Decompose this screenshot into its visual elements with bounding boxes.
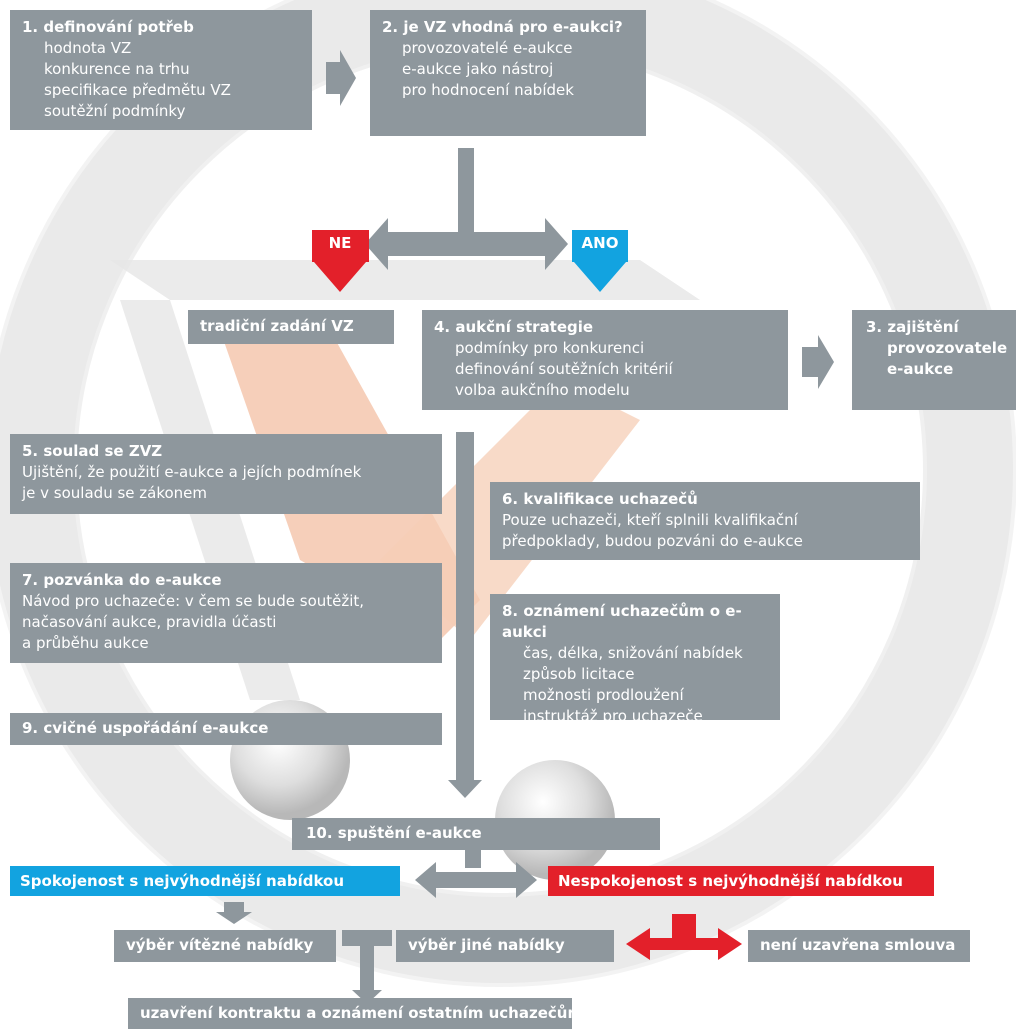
step-4-item: podmínky pro konkurenci — [455, 339, 645, 357]
unsatisfied-box: Nespokojenost s nejvýhodnější nabídkou — [548, 866, 934, 896]
step-4-title: 4. aukční strategie — [434, 318, 594, 336]
select-winner-box: výběr vítězné nabídky — [114, 930, 336, 962]
arrow-main-down — [448, 432, 482, 798]
arrow-to-winner — [216, 902, 252, 924]
select-other-box: výběr jiné nabídky — [396, 930, 614, 962]
step-3-item: e-aukce — [887, 360, 954, 378]
step-3-item: provozovatele — [887, 339, 1008, 357]
step-1-item: soutěžní podmínky — [44, 102, 186, 120]
step-2-item: e-aukce jako nástroj — [402, 60, 554, 78]
ne-label: NE — [314, 232, 366, 254]
satisfied-box: Spokojenost s nejvýhodnější nabídkou — [10, 866, 400, 896]
step-8-title: 8. oznámení uchazečům o e-aukci — [502, 602, 742, 641]
step-10-label: 10. spuštění e-aukce — [306, 824, 482, 842]
step-8-item: instruktáž pro uchazeče — [523, 707, 703, 725]
step-10-box: 10. spuštění e-aukce — [292, 818, 660, 850]
arrow-right-4-3 — [802, 335, 834, 389]
step-5-title: 5. soulad se ZVZ — [22, 442, 163, 460]
step-4-item: definování soutěžních kritérií — [455, 360, 673, 378]
step-4-box: 4. aukční strategie podmínky pro konkure… — [422, 310, 788, 410]
step-5-box: 5. soulad se ZVZ Ujištění, že použití e-… — [10, 434, 442, 514]
step-3-box: 3. zajištění provozovatele e-aukce — [852, 310, 1016, 410]
step-8-box: 8. oznámení uchazečům o e-aukci čas, dél… — [490, 594, 780, 725]
logo-z-frame — [110, 260, 700, 300]
arrow-right-1-2 — [326, 50, 356, 106]
step-6-box: 6. kvalifikace uchazečů Pouze uchazeči, … — [490, 482, 920, 560]
step-7-item: a průběhu aukce — [22, 634, 149, 652]
traditional-box: tradiční zadání VZ — [188, 310, 394, 344]
step-2-item: provozovatelé e-aukce — [402, 39, 573, 57]
step-7-title: 7. pozvánka do e-aukce — [22, 571, 222, 589]
step-3-title: 3. zajištění — [866, 318, 959, 336]
no-contract-box: není uzavřena smlouva — [748, 930, 970, 962]
arrow-split-ne-ano — [365, 218, 568, 270]
step-1-item: konkurence na trhu — [44, 60, 190, 78]
step-7-item: Návod pro uchazeče: v čem se bude soutěž… — [22, 592, 365, 610]
step-2-box: 2. je VZ vhodná pro e-aukci? provozovate… — [370, 10, 646, 136]
step-9-box: 9. cvičné uspořádání e-aukce — [10, 713, 442, 745]
step-7-box: 7. pozvánka do e-aukce Návod pro uchazeč… — [10, 563, 442, 663]
step-8-item: možnosti prodloužení — [523, 686, 684, 704]
step-2-title: 2. je VZ vhodná pro e-aukci? — [382, 18, 623, 36]
step-9-label: 9. cvičné uspořádání e-aukce — [22, 719, 269, 737]
no-contract-label: není uzavřena smlouva — [760, 936, 956, 954]
step-8-item: způsob licitace — [523, 665, 635, 683]
step-6-item: Pouze uchazeči, kteří splnili kvalifikač… — [502, 511, 798, 529]
arrow-red-double — [626, 928, 742, 960]
arrow-stem-2 — [458, 148, 474, 232]
step-1-box: 1. definování potřeb hodnota VZ konkuren… — [10, 10, 312, 130]
step-8-item: čas, délka, snižování nabídek — [523, 644, 743, 662]
ano-label: ANO — [574, 232, 626, 254]
select-other-label: výběr jiné nabídky — [408, 936, 565, 954]
step-5-item: je v souladu se zákonem — [22, 484, 208, 502]
step-1-item: hodnota VZ — [44, 39, 132, 57]
contract-label: uzavření kontraktu a oznámení ostatním u… — [140, 1004, 584, 1022]
select-winner-label: výběr vítězné nabídky — [126, 936, 314, 954]
contract-box: uzavření kontraktu a oznámení ostatním u… — [128, 998, 583, 1029]
step-1-item: specifikace předmětu VZ — [44, 81, 231, 99]
step-4-item: volba aukčního modelu — [455, 381, 630, 399]
arrow-to-contract — [352, 946, 382, 1004]
step-2-item: pro hodnocení nabídek — [402, 81, 574, 99]
arrow-satisfied-unsatisfied — [415, 862, 537, 898]
step-1-title: 1. definování potřeb — [22, 18, 194, 36]
step-6-item: předpoklady, budou pozváni do e-aukce — [502, 532, 803, 550]
step-6-title: 6. kvalifikace uchazečů — [502, 490, 698, 508]
step-7-item: načasování aukce, pravidla účasti — [22, 613, 277, 631]
traditional-label: tradiční zadání VZ — [200, 317, 354, 335]
step-5-item: Ujištění, že použití e-aukce a jejích po… — [22, 463, 362, 481]
